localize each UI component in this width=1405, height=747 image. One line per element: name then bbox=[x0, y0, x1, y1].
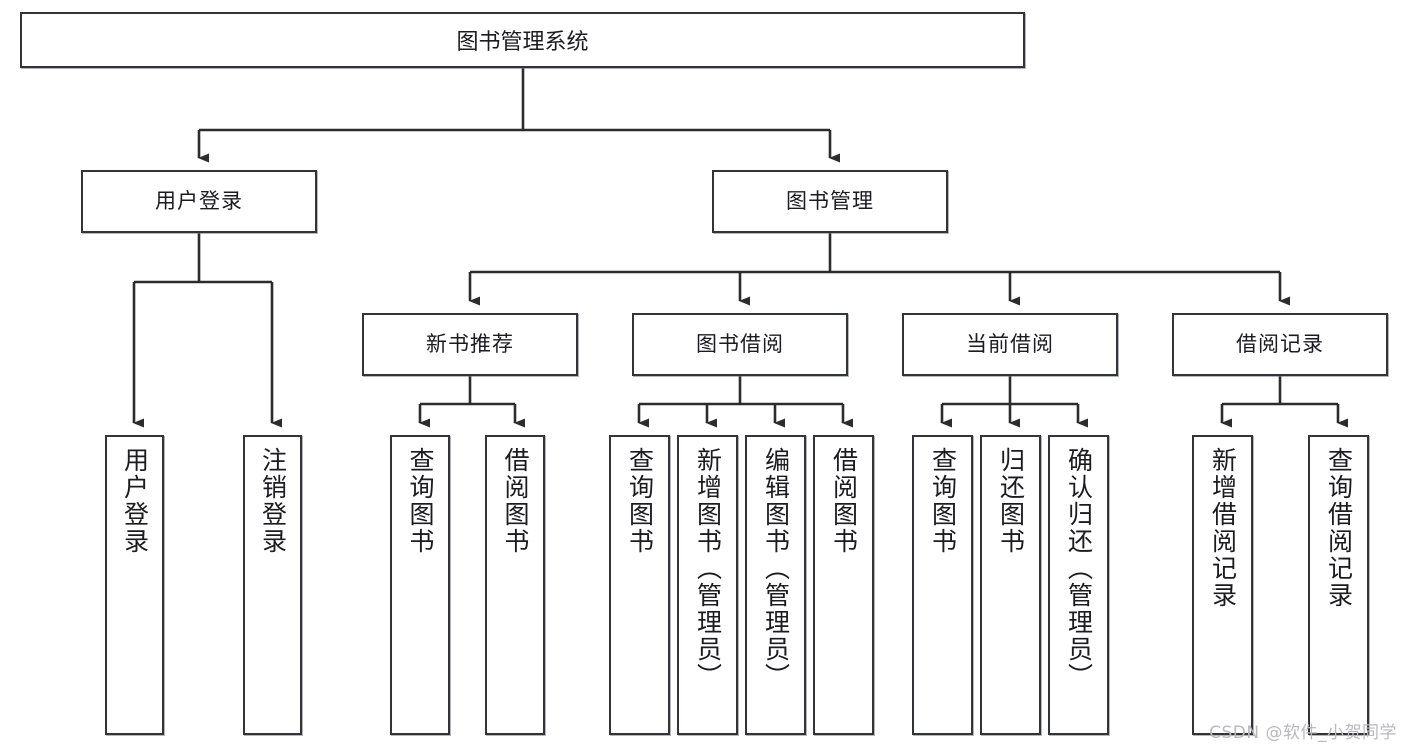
leaf-label: 新增借阅记录 bbox=[1208, 447, 1238, 609]
leaf-label: 编辑图书（管理员） bbox=[761, 447, 791, 690]
leaf-label: 借阅图书 bbox=[501, 447, 530, 555]
leaf-label: 新增图书（管理员） bbox=[693, 447, 723, 690]
leaf-borrow-lend-book[interactable]: 借阅图书 bbox=[813, 435, 874, 735]
leaf-label: 用户登录 bbox=[120, 447, 150, 555]
leaf-label: 查询图书 bbox=[406, 447, 435, 555]
leaf-borrow-add-book-admin[interactable]: 新增图书（管理员） bbox=[677, 435, 738, 735]
node-borrow-records[interactable]: 借阅记录 bbox=[1172, 313, 1388, 376]
node-label: 借阅记录 bbox=[1236, 332, 1324, 356]
node-label: 新书推荐 bbox=[426, 332, 514, 356]
node-current-borrow[interactable]: 当前借阅 bbox=[902, 313, 1118, 376]
node-book-management[interactable]: 图书管理 bbox=[712, 170, 948, 233]
leaf-newbook-query-book[interactable]: 查询图书 bbox=[390, 435, 450, 735]
leaf-borrow-query-book[interactable]: 查询图书 bbox=[609, 435, 670, 735]
leaf-label: 注销登录 bbox=[258, 447, 288, 555]
leaf-newbook-borrow-book[interactable]: 借阅图书 bbox=[485, 435, 545, 735]
node-root-system[interactable]: 图书管理系统 bbox=[20, 12, 1025, 68]
leaf-label: 查询图书 bbox=[928, 447, 958, 555]
node-book-borrow[interactable]: 图书借阅 bbox=[632, 313, 848, 376]
node-user-login[interactable]: 用户登录 bbox=[81, 170, 317, 233]
leaf-current-query-book[interactable]: 查询图书 bbox=[912, 435, 973, 735]
leaf-borrow-edit-book-admin[interactable]: 编辑图书（管理员） bbox=[745, 435, 806, 735]
node-new-book-recommend[interactable]: 新书推荐 bbox=[362, 313, 578, 376]
leaf-user-login[interactable]: 用户登录 bbox=[105, 435, 164, 735]
node-label: 图书管理系统 bbox=[456, 30, 589, 55]
leaf-label: 确认归还（管理员） bbox=[1064, 447, 1094, 690]
leaf-records-query-record[interactable]: 查询借阅记录 bbox=[1308, 435, 1369, 735]
leaf-label: 查询图书 bbox=[625, 447, 655, 555]
leaf-label: 查询借阅记录 bbox=[1324, 447, 1354, 609]
leaf-records-add-record[interactable]: 新增借阅记录 bbox=[1192, 435, 1253, 735]
node-label: 图书借阅 bbox=[696, 332, 784, 356]
node-label: 当前借阅 bbox=[966, 332, 1054, 356]
leaf-label: 借阅图书 bbox=[829, 447, 859, 555]
leaf-label: 归还图书 bbox=[996, 447, 1026, 555]
node-label: 用户登录 bbox=[155, 189, 243, 213]
node-label: 图书管理 bbox=[786, 189, 874, 213]
leaf-current-confirm-return-admin[interactable]: 确认归还（管理员） bbox=[1048, 435, 1109, 735]
leaf-current-return-book[interactable]: 归还图书 bbox=[980, 435, 1041, 735]
leaf-user-logout[interactable]: 注销登录 bbox=[243, 435, 302, 735]
csdn-watermark: CSDN @软件_小贺同学 bbox=[1209, 723, 1397, 743]
